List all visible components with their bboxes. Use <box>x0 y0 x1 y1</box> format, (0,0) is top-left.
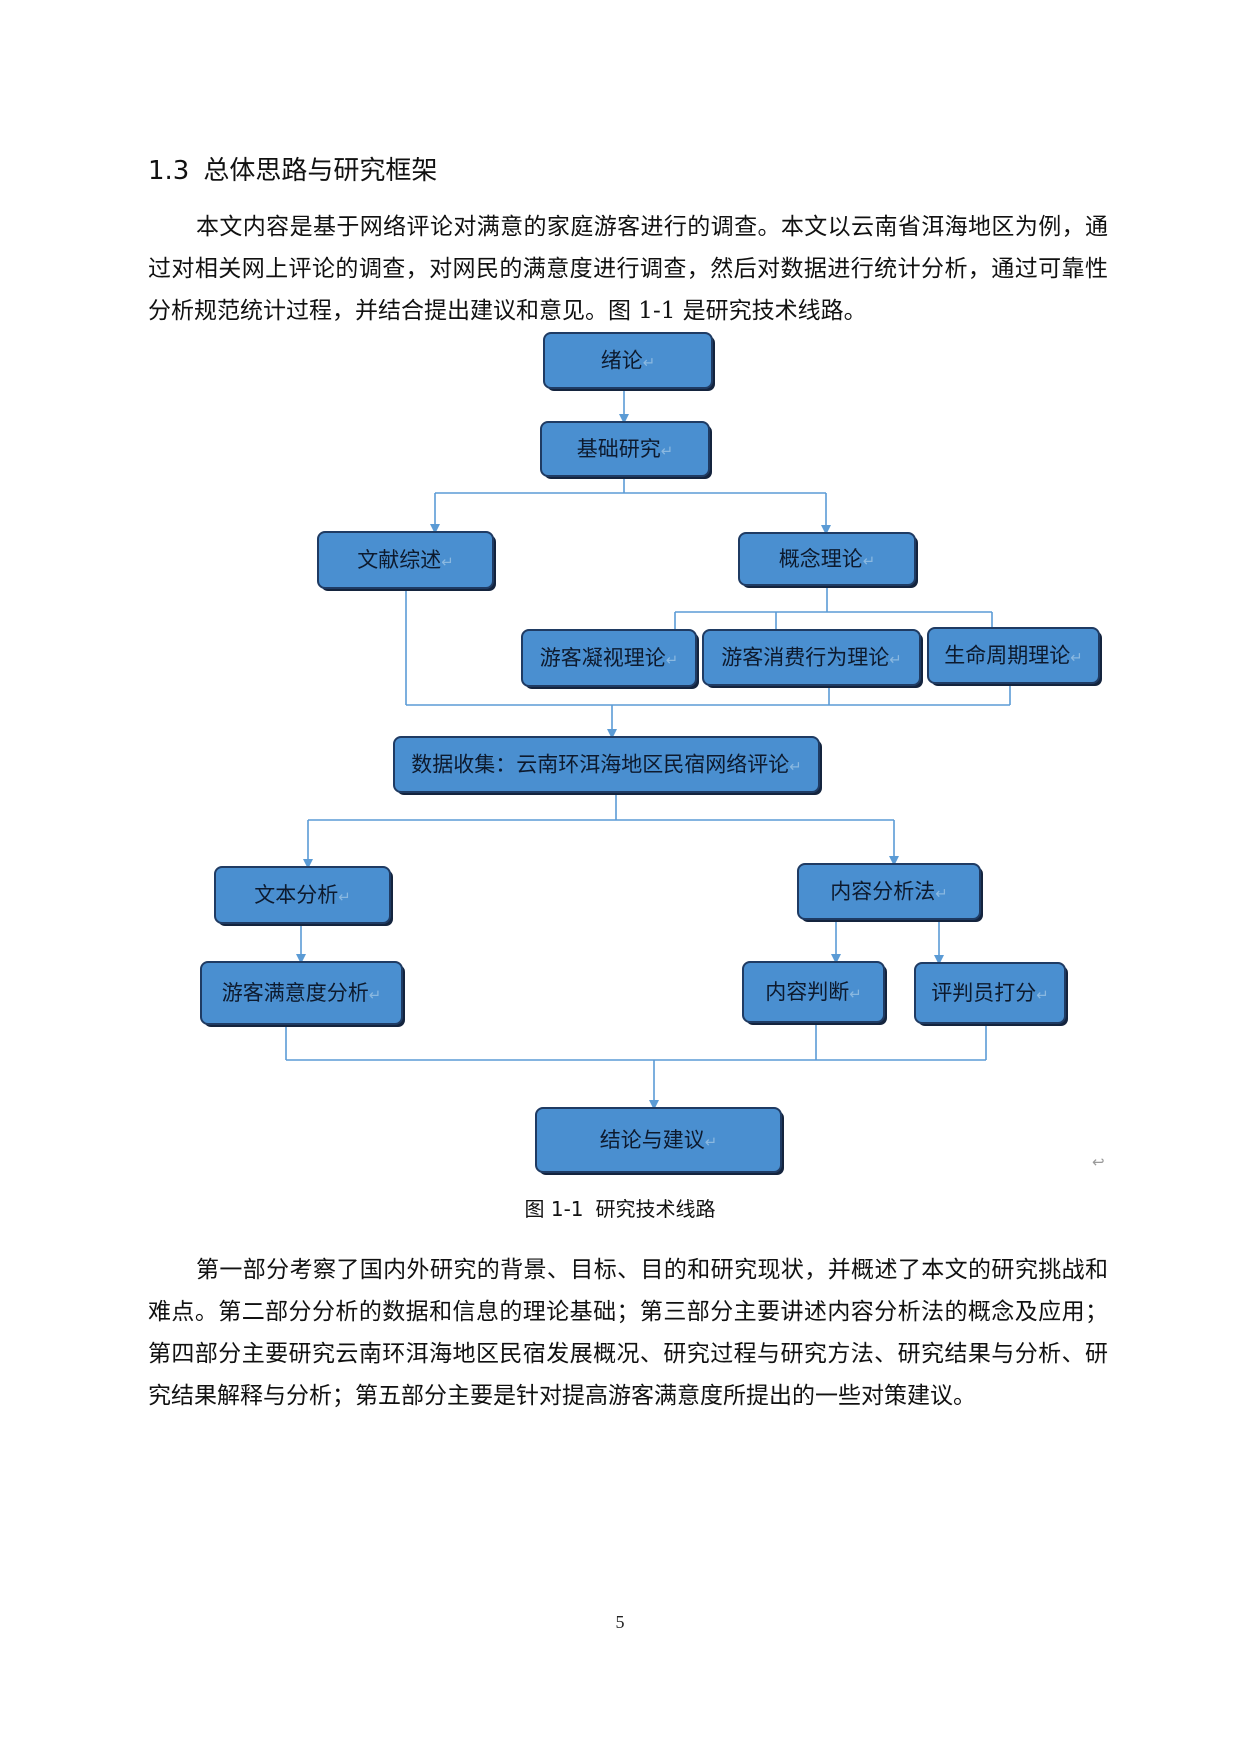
node-shadow <box>321 535 496 591</box>
connector-lines <box>285 388 1011 1110</box>
section-title: 总体思路与研究框架 <box>203 156 438 186</box>
paragraph-mark: ↵ <box>1070 649 1083 667</box>
paragraph-mark: ↵ <box>863 552 876 570</box>
paragraph-mark: ↵ <box>935 885 948 903</box>
flow-node-life-cycle: 生命周期理论↵ <box>927 627 1102 686</box>
node-label: 绪论↵ <box>601 349 656 373</box>
node-box <box>317 531 494 589</box>
flow-node-rater-scoring: 评判员打分↵ <box>914 962 1068 1026</box>
flow-node-conclusion: 结论与建议↵ <box>535 1107 784 1175</box>
flow-node-intro: 绪论↵ <box>543 332 715 391</box>
figure-caption: 图 1-1 研究技术线路 <box>0 1193 1240 1222</box>
node-box <box>214 866 391 924</box>
paragraph-mark: ↵ <box>369 986 382 1004</box>
flow-node-concept-theory: 概念理论↵ <box>738 532 918 588</box>
node-box <box>702 629 921 686</box>
node-shadow <box>539 1111 784 1175</box>
summary-paragraph: 第一部分考察了国内外研究的背景、目标、目的和研究现状，并概述了本文的研究挑战和难… <box>148 1257 1108 1409</box>
paragraph-mark: ↵ <box>789 758 802 776</box>
node-box <box>914 962 1066 1024</box>
paragraph-mark: ↵ <box>705 1133 718 1151</box>
node-label: 评判员打分↵ <box>931 981 1049 1005</box>
page-number: 5 <box>615 1612 625 1632</box>
flow-node-basic-research: 基础研究↵ <box>540 421 712 479</box>
flow-node-data-collection: 数据收集：云南环洱海地区民宿网络评论↵ <box>393 736 822 795</box>
paragraph-mark: ↵ <box>1036 986 1049 1004</box>
paragraph-mark: ↵ <box>849 985 862 1003</box>
node-label: 数据收集：云南环洱海地区民宿网络评论↵ <box>411 753 802 777</box>
paragraph-mark: ↵ <box>441 553 454 571</box>
node-box <box>543 332 713 389</box>
node-label: 生命周期理论↵ <box>944 644 1083 668</box>
node-shadow <box>204 965 405 1027</box>
flowchart-nodes: 绪论↵ 基础研究↵ 文献综述↵ 概念理论↵ 游客凝视理论↵ 游客消费行为理论↵ 生命周期理论… <box>200 332 1102 1175</box>
node-box <box>535 1107 782 1173</box>
paragraph-mark: ↵ <box>889 651 902 669</box>
flow-node-consumer-behavior: 游客消费行为理论↵ <box>702 629 923 688</box>
node-shadow <box>801 867 983 922</box>
node-shadow <box>706 633 923 688</box>
node-box <box>540 421 710 477</box>
flow-node-tourist-gaze: 游客凝视理论↵ <box>521 629 699 689</box>
node-shadow <box>918 966 1068 1026</box>
node-box <box>742 961 885 1023</box>
flow-node-text-analysis: 文本分析↵ <box>214 866 393 926</box>
node-box <box>393 736 820 793</box>
node-shadow <box>218 870 393 926</box>
node-box <box>200 961 403 1025</box>
node-box <box>738 532 916 586</box>
node-box <box>521 629 697 687</box>
node-label: 文本分析↵ <box>254 883 351 907</box>
node-shadow <box>397 740 822 795</box>
section-heading: 1.3 总体思路与研究框架 <box>148 150 437 187</box>
paragraph-mark: ↵ <box>643 354 656 372</box>
node-box <box>797 863 981 920</box>
node-shadow <box>746 965 887 1025</box>
section-number: 1.3 <box>148 156 190 186</box>
node-label: 概念理论↵ <box>779 547 876 571</box>
node-shadow <box>547 336 715 391</box>
node-label: 游客满意度分析↵ <box>222 981 382 1005</box>
node-shadow <box>742 536 918 588</box>
intro-paragraph: 本文内容是基于网络评论对满意的家庭游客进行的调查。本文以云南省洱海地区为例，通过… <box>148 214 1108 324</box>
paragraph-mark: ↵ <box>661 442 674 460</box>
node-shadow <box>931 631 1102 686</box>
node-label: 结论与建议↵ <box>600 1128 718 1152</box>
flow-node-content-judgment: 内容判断↵ <box>742 961 887 1025</box>
node-label: 游客凝视理论↵ <box>540 646 679 670</box>
node-box <box>927 627 1100 684</box>
node-label: 内容判断↵ <box>765 980 862 1004</box>
flow-node-content-analysis: 内容分析法↵ <box>797 863 983 922</box>
node-shadow <box>544 425 712 479</box>
node-label: 游客消费行为理论↵ <box>721 646 902 670</box>
figure-caption-text: 研究技术线路 <box>595 1197 716 1221</box>
paragraph-return-mark: ↩ <box>1092 1153 1105 1171</box>
node-label: 基础研究↵ <box>577 437 674 461</box>
flow-node-literature-review: 文献综述↵ <box>317 531 496 591</box>
node-shadow <box>525 633 699 689</box>
figure-number: 图 1-1 <box>524 1197 584 1221</box>
node-label: 文献综述↵ <box>357 548 454 572</box>
node-label: 内容分析法↵ <box>830 880 948 904</box>
paragraph-mark: ↵ <box>666 651 679 669</box>
flow-node-satisfaction-analysis: 游客满意度分析↵ <box>200 961 405 1027</box>
paragraph-mark: ↵ <box>338 888 351 906</box>
